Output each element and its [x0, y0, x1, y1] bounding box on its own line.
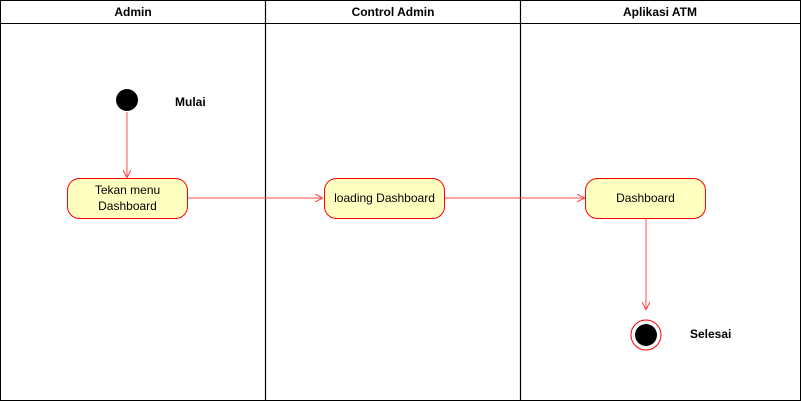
- start-label: Mulai: [175, 95, 206, 109]
- action-dashboard-label: Dashboard: [616, 191, 675, 205]
- lane-title-admin: Admin: [114, 5, 151, 19]
- end-label: Selesai: [690, 327, 731, 341]
- action-tekan-menu-line-2: Dashboard: [98, 199, 157, 213]
- end-node: [630, 319, 662, 351]
- action-dashboard: Dashboard: [585, 178, 706, 219]
- edges: [127, 112, 646, 309]
- action-tekan-menu-line-1: Tekan menu: [95, 183, 160, 197]
- lane-title-aplikasi-atm: Aplikasi ATM: [623, 5, 697, 19]
- lane-title-control-admin: Control Admin: [352, 5, 435, 19]
- start-node: [116, 89, 138, 111]
- action-tekan-menu-dashboard: Tekan menu Dashboard: [67, 178, 188, 219]
- action-loading-label: loading Dashboard: [334, 191, 435, 205]
- action-loading-dashboard: loading Dashboard: [324, 178, 445, 219]
